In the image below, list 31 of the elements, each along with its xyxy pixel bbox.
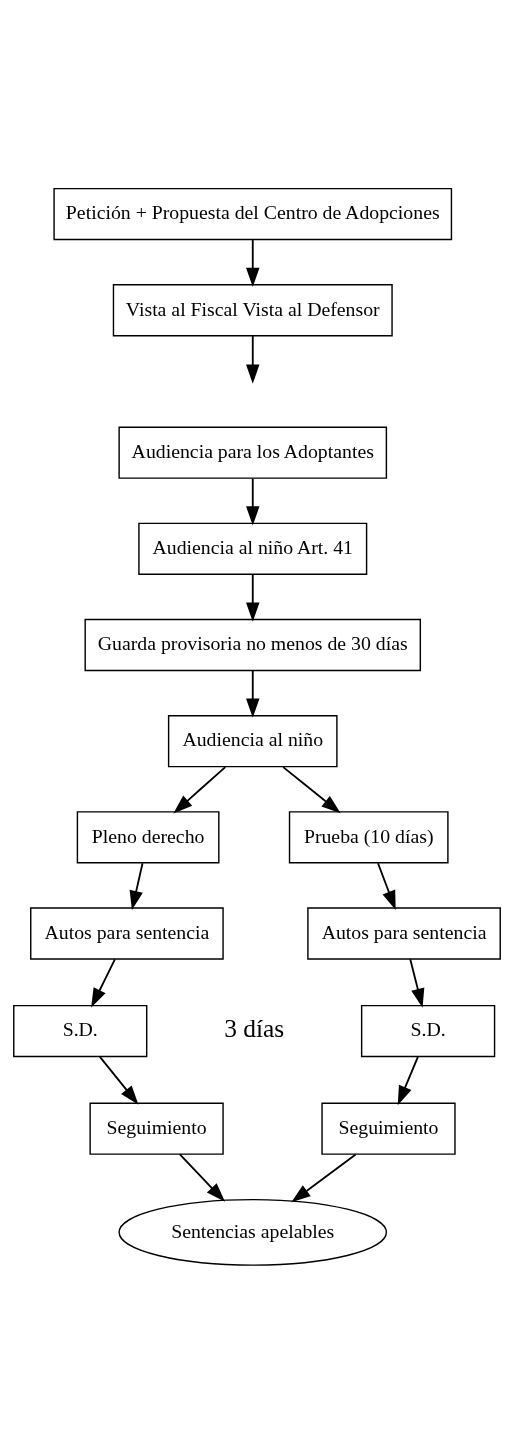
arrow bbox=[246, 335, 260, 384]
arrow bbox=[173, 766, 227, 814]
node-box: Seguimiento bbox=[321, 1102, 456, 1155]
arrow bbox=[282, 766, 341, 814]
node-box: S.D. bbox=[13, 1004, 148, 1058]
arrow bbox=[397, 1055, 419, 1106]
arrow bbox=[246, 670, 260, 718]
node-box: Pleno derecho bbox=[76, 811, 220, 864]
arrow bbox=[291, 1153, 357, 1203]
arrow bbox=[178, 1153, 226, 1202]
label: 3 días bbox=[224, 1014, 285, 1044]
arrow bbox=[246, 239, 260, 287]
arrow bbox=[246, 573, 260, 622]
arrow bbox=[377, 862, 396, 910]
node-box: Vista al Fiscal Vista al Defensor bbox=[112, 284, 393, 337]
node-box: Autos para sentencia bbox=[307, 907, 501, 960]
arrow bbox=[99, 1055, 139, 1105]
node-box: Seguimiento bbox=[89, 1102, 224, 1155]
node-box: Petición + Propuesta del Centro de Adopciones bbox=[53, 187, 453, 241]
node-ellipse: Sentencias apelables bbox=[118, 1198, 388, 1266]
arrow bbox=[409, 958, 425, 1008]
node-box: S.D. bbox=[360, 1004, 496, 1058]
node-box: Prueba (10 días) bbox=[288, 811, 449, 864]
arrow bbox=[129, 862, 144, 911]
node-box: Audiencia al niño Art. 41 bbox=[138, 522, 368, 575]
node-box: Guarda provisoria no menos de 30 días bbox=[84, 618, 422, 672]
node-box: Autos para sentencia bbox=[30, 907, 224, 960]
node-box: Audiencia para los Adoptantes bbox=[118, 426, 388, 479]
arrow bbox=[246, 477, 260, 526]
node-box: Audiencia al niño bbox=[167, 715, 338, 768]
arrow bbox=[91, 958, 116, 1008]
